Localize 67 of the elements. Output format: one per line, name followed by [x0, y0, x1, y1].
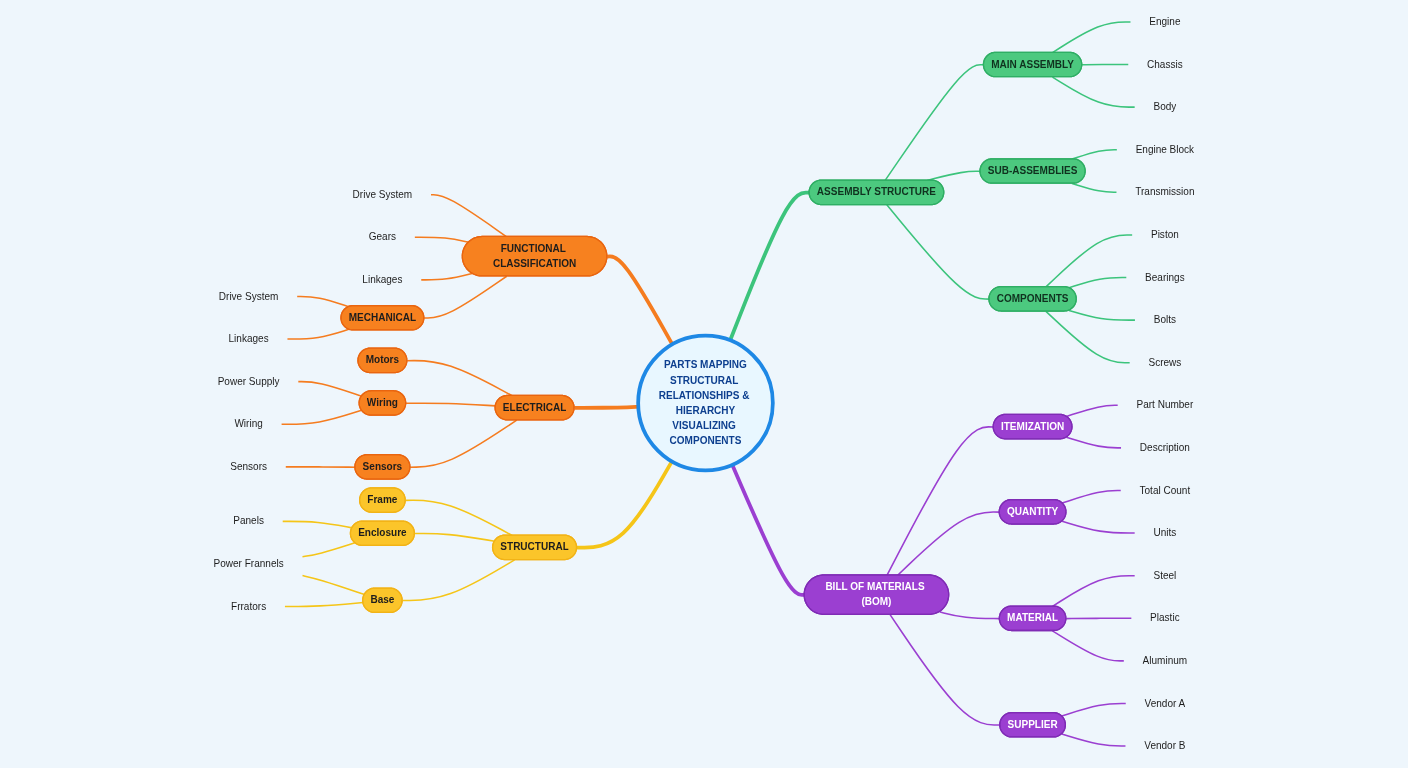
connector — [280, 409, 363, 426]
connector — [430, 193, 508, 238]
connector — [285, 466, 356, 468]
node-text: Linkages — [228, 333, 269, 345]
connector — [301, 542, 356, 558]
connector — [301, 574, 366, 596]
connector — [1065, 617, 1133, 620]
node-text: Drive System — [218, 290, 279, 302]
node-text: Vendor A — [1144, 697, 1186, 709]
connector — [1060, 733, 1127, 747]
connector — [297, 380, 363, 398]
connector — [1051, 76, 1136, 108]
connector — [607, 254, 674, 346]
node-text: Panels — [233, 515, 264, 527]
connector — [886, 204, 990, 300]
connector — [1045, 310, 1131, 364]
connector — [1061, 520, 1136, 534]
connector — [1060, 702, 1127, 717]
node-text: Description — [1139, 442, 1190, 453]
node-text: Power Frannels — [213, 558, 284, 569]
node-text: Bearings — [1145, 271, 1185, 283]
connector — [730, 464, 805, 597]
connector — [420, 272, 473, 281]
node-text: Vendor B — [1144, 740, 1186, 752]
connector — [423, 275, 508, 319]
node-text: Power Supply — [217, 376, 280, 387]
connector — [576, 460, 674, 550]
connector — [409, 419, 518, 468]
connector — [1071, 148, 1118, 160]
node-circle: PARTS MAPPING STRUCTURAL RELATIONSHIPS & HIERARCHY VISUALIZING COMPONENTS — [636, 333, 775, 473]
node-text: Screws — [1148, 357, 1182, 368]
node-text: Total Count — [1139, 484, 1191, 496]
node-text: Part Number — [1136, 399, 1194, 411]
node-text: Linkages — [362, 274, 403, 285]
node-text: Transmission — [1135, 186, 1195, 198]
connector — [1068, 309, 1136, 321]
node-text: Body — [1153, 101, 1177, 113]
node-text: Frrators — [231, 600, 267, 612]
connector — [1051, 21, 1132, 54]
connector — [1045, 234, 1133, 288]
node-text: Plastic — [1150, 612, 1180, 624]
connector — [281, 520, 353, 529]
node-text: Wiring — [234, 418, 263, 430]
connector — [1065, 404, 1119, 418]
node-text: Units — [1153, 527, 1177, 539]
node-text: Aluminum — [1142, 655, 1188, 666]
connector — [414, 236, 470, 244]
node-text: Engine Block — [1135, 144, 1195, 155]
connector — [1065, 436, 1122, 449]
connector — [1051, 574, 1136, 608]
connector — [1051, 630, 1125, 662]
node-text: Chassis — [1147, 58, 1183, 70]
node-text: Drive System — [352, 189, 413, 200]
connector — [1081, 63, 1130, 66]
node-text: Steel — [1153, 570, 1177, 581]
connector — [284, 601, 364, 608]
node-text: Gears — [368, 231, 397, 243]
connector — [286, 328, 350, 340]
node-text: Piston — [1150, 229, 1179, 240]
node-text: Sensors — [230, 461, 267, 472]
node-text: Engine — [1149, 16, 1181, 27]
connector — [1071, 182, 1118, 194]
connector — [406, 359, 513, 397]
connector — [728, 190, 810, 341]
node-text: Bolts — [1153, 314, 1177, 326]
connector — [1061, 489, 1122, 504]
connector — [1068, 276, 1128, 289]
